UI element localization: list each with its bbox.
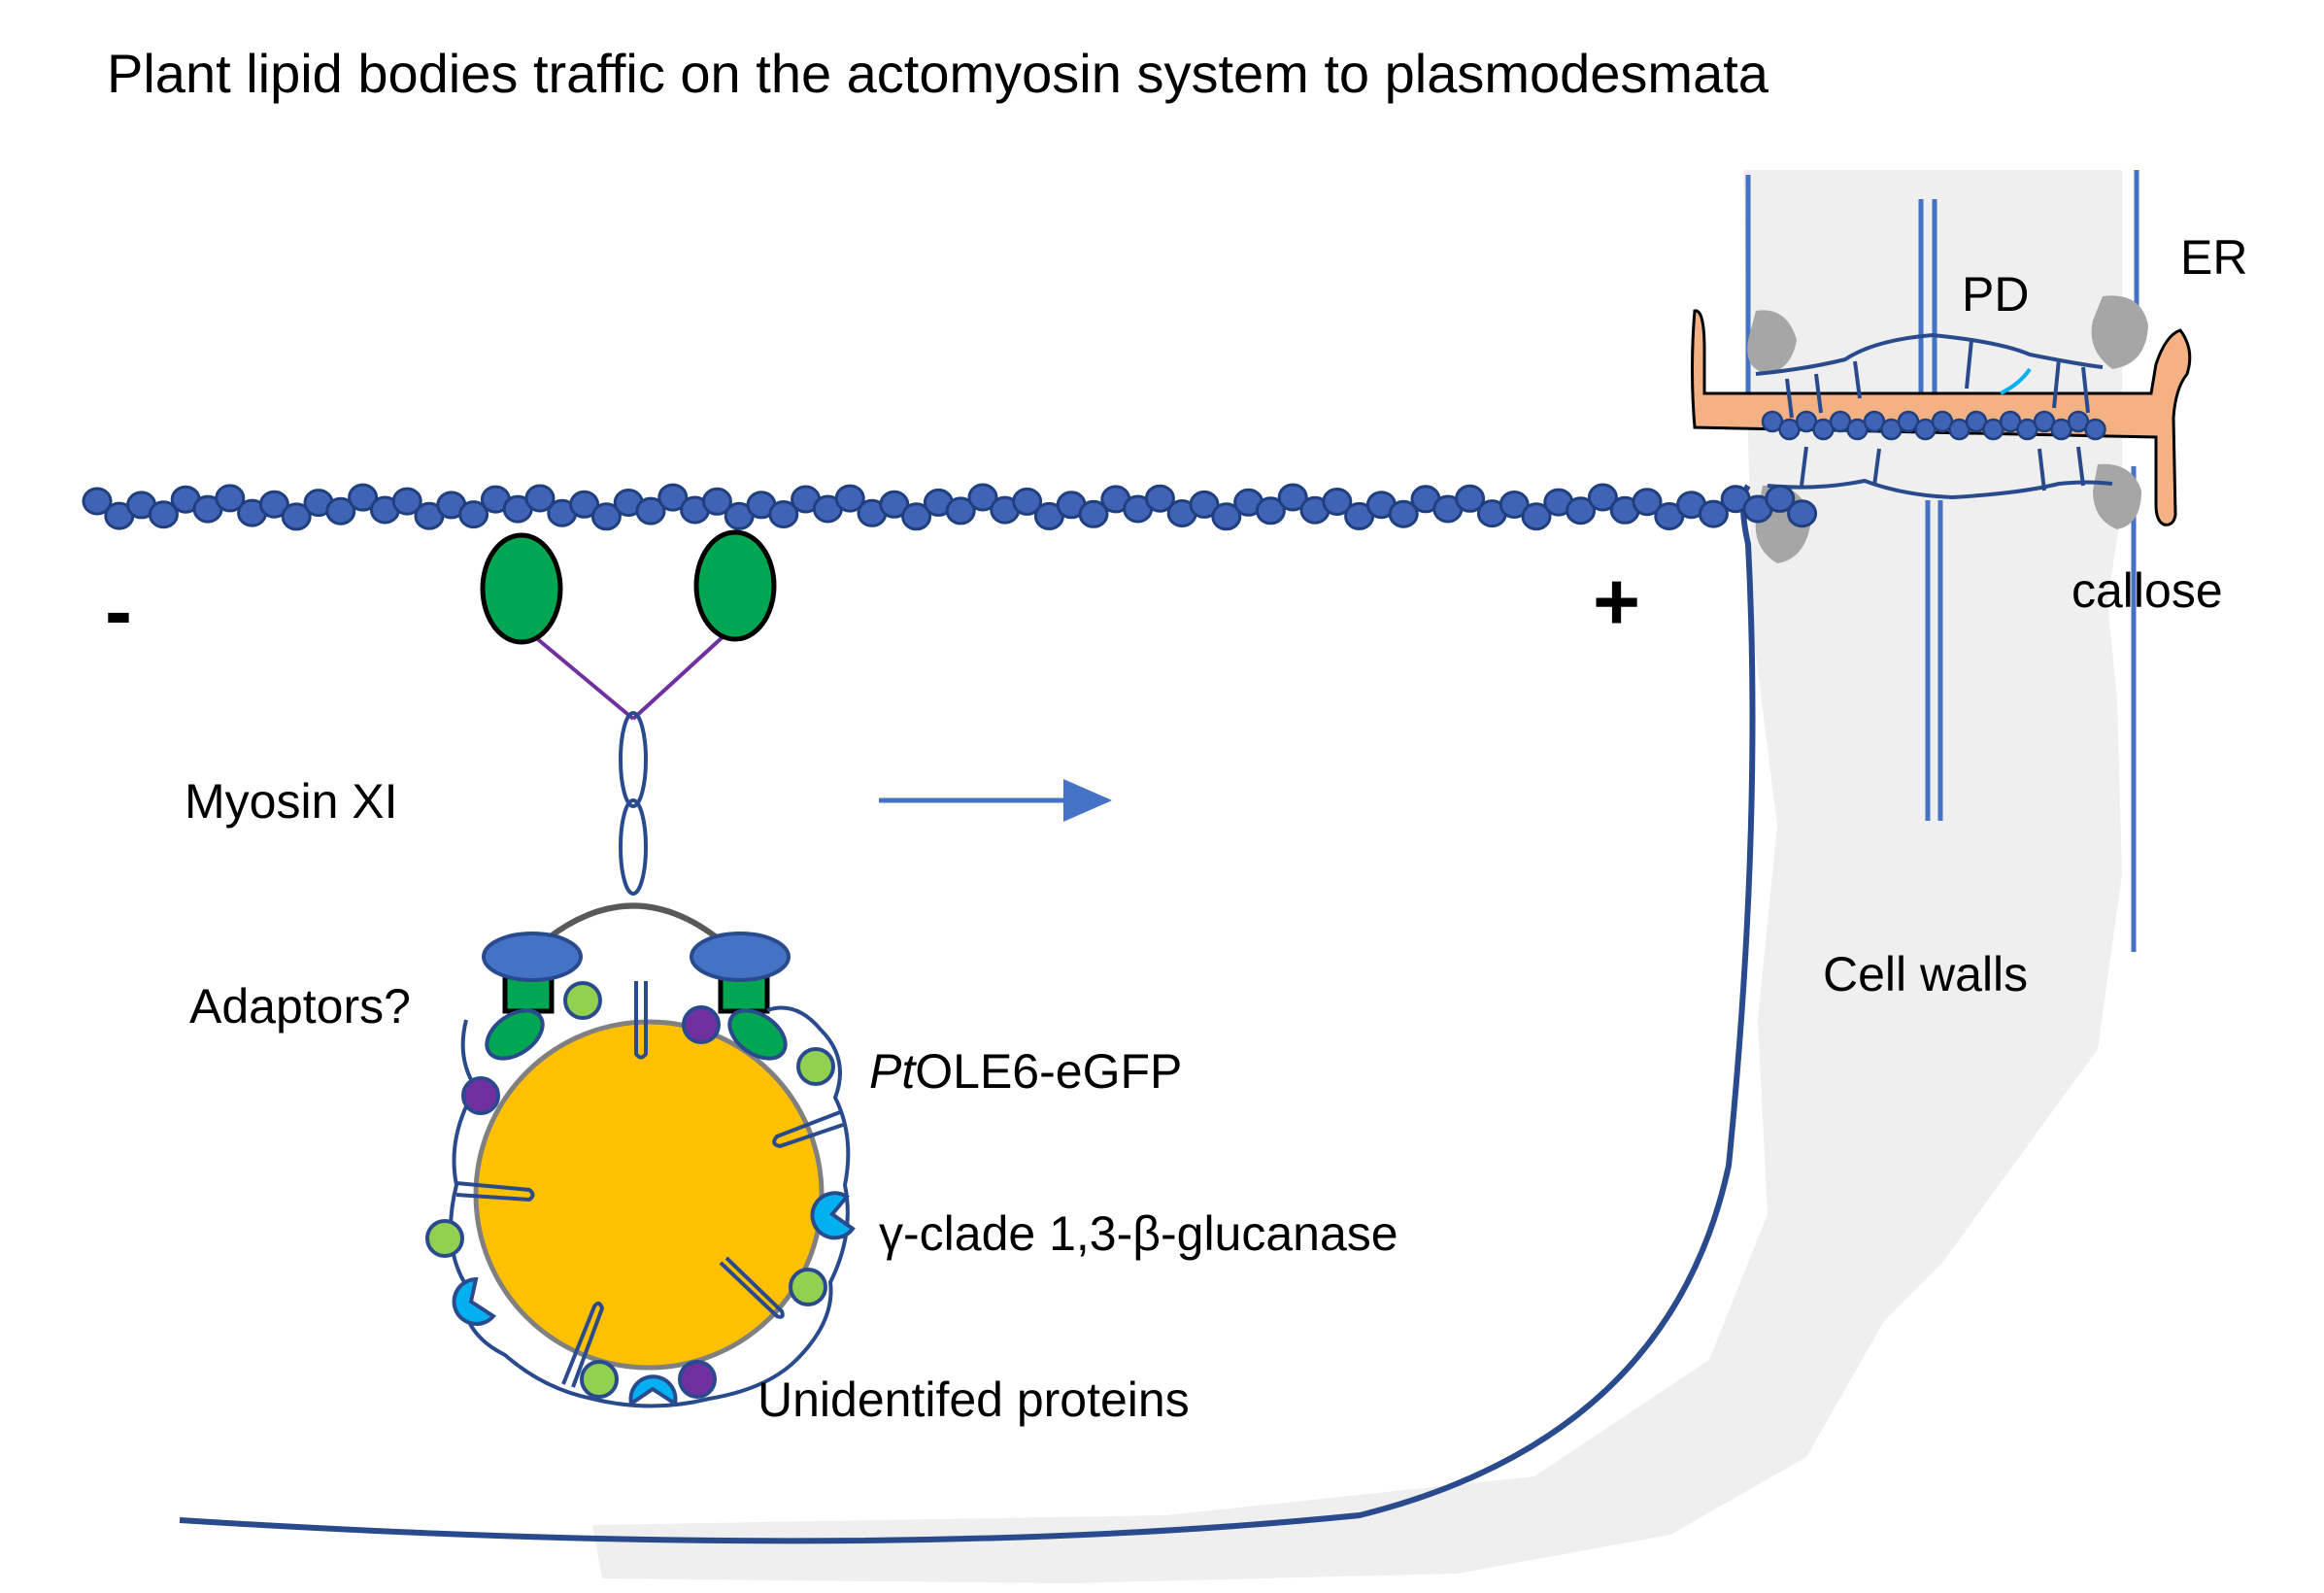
actin-bead xyxy=(1787,499,1818,528)
surface-proteins xyxy=(425,981,856,1407)
actin-bead xyxy=(1521,502,1552,531)
olegfp-left xyxy=(485,1008,545,1061)
lipid-body xyxy=(449,981,851,1408)
cell-wall-lines xyxy=(1745,170,2139,952)
actin-bead xyxy=(325,496,356,525)
myosin-head-right xyxy=(693,529,777,642)
actin-bead xyxy=(1189,490,1220,519)
actin-bead xyxy=(635,496,666,525)
cell-walls-label: Cell walls xyxy=(1823,947,2028,1001)
glucanase-label: γ-clade 1,3-β-glucanase xyxy=(879,1206,1398,1261)
actin-bead xyxy=(1632,488,1663,517)
actin-bead xyxy=(1255,496,1286,525)
actin-bead xyxy=(1388,499,1419,528)
actin-bead xyxy=(1144,484,1175,513)
cell-wall xyxy=(592,170,2122,1583)
actin-bead xyxy=(945,496,976,525)
glucanase-shape xyxy=(628,1374,678,1407)
actin-bead xyxy=(967,483,998,512)
actin-bead xyxy=(657,483,689,512)
actin-bead xyxy=(1322,488,1353,516)
actin-bead xyxy=(524,484,556,513)
minus-end-label: - xyxy=(105,565,132,657)
actin-bead xyxy=(1587,483,1618,512)
er-label: ER xyxy=(2180,230,2247,285)
light-green-dot xyxy=(425,1219,464,1258)
myosin-label: Myosin XI xyxy=(185,774,398,829)
actin-bead xyxy=(701,487,732,516)
oleosin-label: PtOLE6-eGFP xyxy=(869,1044,1182,1099)
actin-bead xyxy=(215,484,246,513)
purple-dot xyxy=(678,1360,717,1399)
pd-channel-accent xyxy=(2000,367,2032,395)
actin-bead xyxy=(1499,491,1530,519)
glucanase-shape xyxy=(452,1276,497,1326)
myosin-lever-left xyxy=(532,634,635,721)
actin-bead xyxy=(458,500,489,529)
myosin-lever-right xyxy=(631,634,725,721)
myosin-head-left xyxy=(480,532,563,645)
light-green-dot xyxy=(580,1360,619,1399)
light-green-dot xyxy=(789,1268,827,1306)
actin-bead xyxy=(1078,499,1109,528)
actin-bead xyxy=(834,484,865,513)
actin-bead xyxy=(281,502,312,531)
actin-bead xyxy=(1277,483,1308,512)
actin-bead xyxy=(1765,484,1796,513)
actin-bead xyxy=(82,487,113,516)
plasma-membrane xyxy=(179,484,1756,1544)
plasmodesma-mesh xyxy=(1755,332,2113,500)
actin-bead xyxy=(391,487,422,516)
oleosin-hairpins xyxy=(455,981,844,1388)
plus-end-label: + xyxy=(1593,556,1640,647)
purple-dot xyxy=(682,1005,721,1044)
plasmodesma-actin xyxy=(1761,410,2106,441)
actin-bead xyxy=(1455,484,1486,513)
actin-filament xyxy=(82,483,1818,531)
lipid-body-core xyxy=(473,1019,825,1371)
callose-label: callose xyxy=(2071,563,2223,618)
actin-bead xyxy=(569,490,600,519)
actin-bead xyxy=(1211,502,1242,531)
light-green-dot xyxy=(796,1047,835,1086)
adaptors-label: Adaptors? xyxy=(189,979,411,1034)
adaptor-cap-left xyxy=(482,932,583,982)
actin-bead xyxy=(768,500,799,528)
actin-bead xyxy=(348,483,379,512)
purple-dot xyxy=(461,1076,500,1115)
myosin-coiled-coil-upper xyxy=(619,711,648,808)
myosin-coiled-coil-lower xyxy=(619,798,648,896)
myosin-xi xyxy=(480,529,777,950)
pd-label: PD xyxy=(1962,267,2029,322)
pd-actin-bead xyxy=(2084,418,2106,441)
actin-bead xyxy=(1698,499,1729,528)
actin-bead xyxy=(901,502,932,531)
oleosin-label-rest: OLE6-eGFP xyxy=(915,1044,1182,1099)
light-green-dot xyxy=(563,981,602,1020)
actin-bead xyxy=(148,500,179,529)
olegfp-right xyxy=(727,1008,788,1061)
lipid-monolayer xyxy=(449,1005,851,1408)
actin-bead xyxy=(879,490,910,519)
actin-bead xyxy=(258,490,289,519)
oleosin-label-italic: Pt xyxy=(869,1044,917,1099)
actin-bead xyxy=(1566,496,1597,525)
adaptor-cap-right xyxy=(690,932,791,982)
actin-bead xyxy=(1012,487,1043,516)
actin-bead xyxy=(590,502,622,531)
glucanase-shape xyxy=(810,1191,856,1240)
diagram-title: Plant lipid bodies traffic on the actomy… xyxy=(107,43,1769,104)
direction-arrow xyxy=(879,779,1112,822)
myosin-tail-arc xyxy=(535,902,730,950)
unidentified-label: Unidentifed proteins xyxy=(758,1373,1190,1427)
